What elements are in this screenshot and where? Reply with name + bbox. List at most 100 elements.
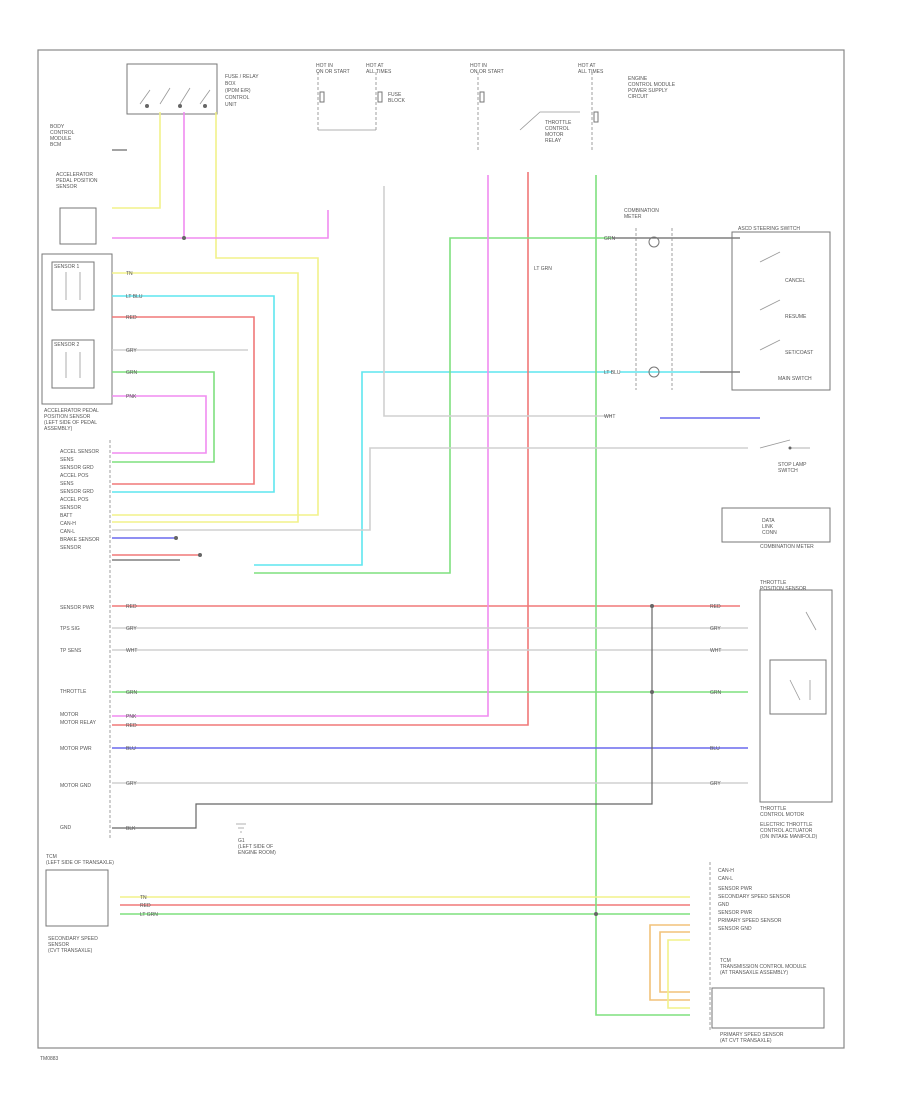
- svg-text:BLK: BLK: [126, 826, 136, 832]
- svg-text:TCM: TCM: [46, 854, 57, 860]
- svg-text:(ON INTAKE MANIFOLD): (ON INTAKE MANIFOLD): [760, 834, 817, 840]
- svg-text:SECONDARY SPEED SENSOR: SECONDARY SPEED SENSOR: [718, 894, 791, 900]
- svg-text:ENGINE ROOM): ENGINE ROOM): [238, 850, 276, 856]
- wire-orange-1: [649, 924, 690, 1001]
- wire-labels: TN LT BLU RED GRY GRN PNK RED GRY WHT GR…: [126, 236, 722, 918]
- svg-text:BATT: BATT: [60, 513, 72, 519]
- secondary-speed-sensor: [45, 869, 109, 927]
- wire-yellow-2: [112, 272, 299, 523]
- svg-text:THROTTLE: THROTTLE: [760, 580, 787, 586]
- svg-text:WHT: WHT: [710, 648, 721, 654]
- footer-code: TM0883: [40, 1056, 59, 1062]
- svg-text:GRN: GRN: [126, 370, 138, 376]
- app-sensor-block: [41, 253, 113, 405]
- svg-text:LT GRN: LT GRN: [140, 912, 158, 918]
- svg-text:CONTROL: CONTROL: [225, 95, 250, 101]
- svg-text:RED: RED: [126, 723, 137, 729]
- svg-text:CAN-L: CAN-L: [718, 876, 733, 882]
- wire-pink-4: [112, 175, 489, 717]
- wire-pink-1: [112, 112, 185, 239]
- svg-text:GRY: GRY: [710, 626, 721, 632]
- svg-text:CAN-L: CAN-L: [60, 529, 75, 535]
- svg-text:THROTTLE: THROTTLE: [545, 120, 572, 126]
- relay-box-top-left: [126, 63, 218, 115]
- svg-text:SENSOR: SENSOR: [60, 505, 82, 511]
- wire-yellow-5: [667, 939, 690, 1009]
- svg-text:ALL TIMES: ALL TIMES: [578, 69, 604, 75]
- svg-text:(LEFT SIDE OF: (LEFT SIDE OF: [238, 844, 273, 850]
- wire-dark-group: [112, 149, 740, 829]
- svg-text:MODULE: MODULE: [50, 136, 72, 142]
- svg-text:RESUME: RESUME: [785, 314, 807, 320]
- svg-text:TPS SIG: TPS SIG: [60, 626, 80, 632]
- wire-red-3: [112, 172, 529, 726]
- svg-text:SWITCH: SWITCH: [778, 468, 798, 474]
- svg-text:MAIN SWITCH: MAIN SWITCH: [778, 376, 812, 382]
- svg-text:HOT AT: HOT AT: [578, 63, 596, 69]
- svg-text:MOTOR GND: MOTOR GND: [60, 783, 91, 789]
- svg-text:THROTTLE: THROTTLE: [60, 689, 87, 695]
- svg-text:(AT CVT TRANSAXLE): (AT CVT TRANSAXLE): [720, 1038, 772, 1044]
- svg-text:SET/COAST: SET/COAST: [785, 350, 813, 356]
- svg-text:BRAKE SENSOR: BRAKE SENSOR: [60, 537, 100, 543]
- fuse-group-1: [317, 72, 383, 131]
- svg-text:SENSOR 1: SENSOR 1: [54, 264, 80, 270]
- svg-text:GND: GND: [718, 902, 730, 908]
- svg-text:CONTROL: CONTROL: [50, 130, 75, 136]
- wire-pink-2: [184, 210, 329, 239]
- wire-green-5: [595, 175, 690, 1016]
- svg-text:BCM: BCM: [50, 142, 61, 148]
- svg-text:BODY: BODY: [50, 124, 65, 130]
- svg-text:METER: METER: [624, 214, 642, 220]
- svg-text:SENSOR PWR: SENSOR PWR: [718, 886, 753, 892]
- svg-text:ASSEMBLY): ASSEMBLY): [44, 426, 73, 432]
- svg-text:ENGINE: ENGINE: [628, 76, 648, 82]
- wire-orange-2: [659, 931, 690, 993]
- wire-lightblue-1: [112, 295, 275, 493]
- svg-text:SENSOR GRD: SENSOR GRD: [60, 489, 94, 495]
- svg-text:CONTROL ACTUATOR: CONTROL ACTUATOR: [760, 828, 813, 834]
- svg-text:BLU: BLU: [710, 746, 720, 752]
- brake-switch: [759, 439, 810, 450]
- svg-text:ELECTRIC THROTTLE: ELECTRIC THROTTLE: [760, 822, 813, 828]
- data-link-connector: [721, 507, 831, 543]
- svg-text:ASCD STEERING SWITCH: ASCD STEERING SWITCH: [738, 226, 800, 232]
- svg-text:STOP LAMP: STOP LAMP: [778, 462, 807, 468]
- svg-text:CONTROL MODULE: CONTROL MODULE: [628, 82, 676, 88]
- wire-gray-5: [112, 447, 748, 531]
- wire-gray-6: [383, 186, 612, 417]
- svg-text:PNK: PNK: [126, 714, 137, 720]
- svg-text:MOTOR: MOTOR: [545, 132, 564, 138]
- svg-text:ACCEL POS: ACCEL POS: [60, 473, 89, 479]
- svg-text:PEDAL POSITION: PEDAL POSITION: [56, 178, 98, 184]
- wire-pink-3: [112, 395, 207, 454]
- wire-bundle: [112, 112, 760, 1016]
- svg-text:SENSOR PWR: SENSOR PWR: [60, 605, 95, 611]
- svg-text:RED: RED: [126, 315, 137, 321]
- wire-red-1: [112, 316, 255, 485]
- svg-text:PRIMARY SPEED SENSOR: PRIMARY SPEED SENSOR: [718, 918, 782, 924]
- svg-text:HOT IN: HOT IN: [470, 63, 487, 69]
- svg-text:FUSE / RELAY: FUSE / RELAY: [225, 74, 259, 80]
- svg-text:RED: RED: [126, 604, 137, 610]
- wire-green-3: [254, 237, 612, 574]
- svg-text:SECONDARY SPEED: SECONDARY SPEED: [48, 936, 98, 942]
- svg-text:POSITION SENSOR: POSITION SENSOR: [44, 414, 91, 420]
- svg-text:TN: TN: [140, 895, 147, 901]
- svg-text:G1: G1: [238, 838, 245, 844]
- svg-text:CIRCUIT: CIRCUIT: [628, 94, 648, 100]
- svg-text:SENSOR: SENSOR: [60, 545, 82, 551]
- svg-text:ON OR START: ON OR START: [316, 69, 350, 75]
- svg-text:ON OR START: ON OR START: [470, 69, 504, 75]
- svg-text:TP SENS: TP SENS: [60, 648, 82, 654]
- svg-text:SENS: SENS: [60, 457, 74, 463]
- svg-text:POSITION SENSOR: POSITION SENSOR: [760, 586, 807, 592]
- svg-text:RED: RED: [140, 903, 151, 909]
- diagram-frame: [37, 49, 845, 1049]
- svg-text:POWER SUPPLY: POWER SUPPLY: [628, 88, 668, 94]
- svg-text:MOTOR RELAY: MOTOR RELAY: [60, 720, 97, 726]
- svg-text:SENSOR GRD: SENSOR GRD: [60, 465, 94, 471]
- svg-text:GRY: GRY: [126, 781, 137, 787]
